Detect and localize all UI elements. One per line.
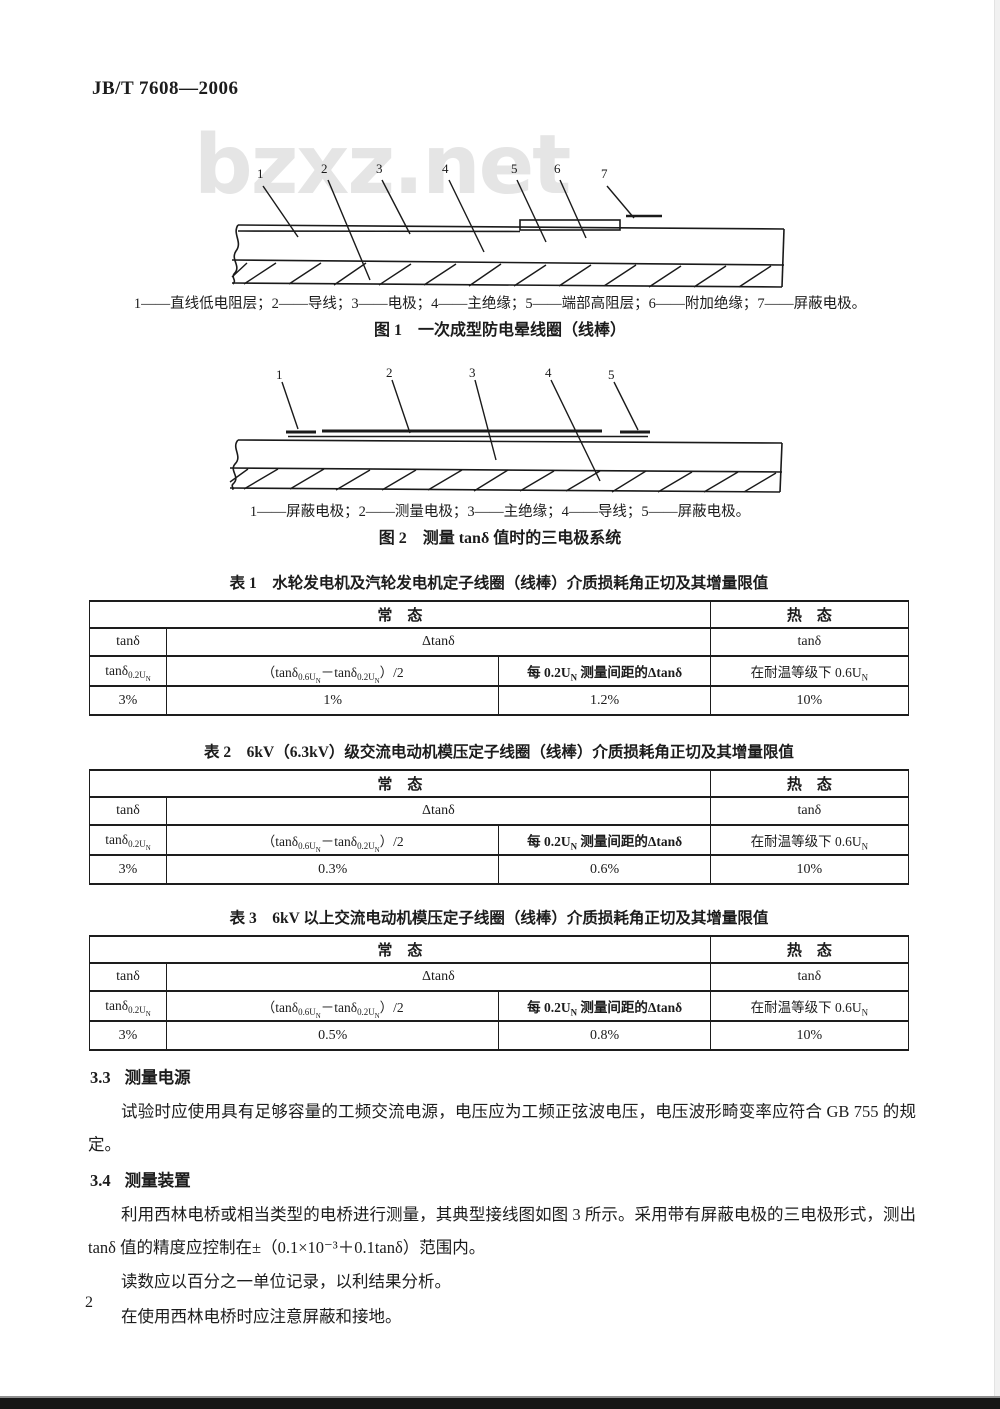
table1-title: 表 1 水轮发电机及汽轮发电机定子线圈（线棒）介质损耗角正切及其增量限值 [229,575,769,592]
t1-cell-tan-02un: tanδ0.2UN [89,655,167,687]
t2-cell-dtan: Δtanδ [165,796,711,826]
page-number: 2 [85,1294,93,1311]
t3-cell-interval: 每 0.2UN 测量间距的Δtanδ [498,990,711,1022]
section-3-4-paragraph-1: 利用西林电桥或相当类型的电桥进行测量，其典型接线图如图 3 所示。采用带有屏蔽电… [88,1205,916,1257]
table1-block: 表 1 水轮发电机及汽轮发电机定子线圈（线棒）介质损耗角正切及其增量限值 常 态… [89,571,910,716]
fig1-label-5: 5 [511,161,518,176]
scan-bottom-line [0,1396,1000,1398]
table3-block: 表 3 6kV 以上交流电动机模压定子线圈（线棒）介质损耗角正切及其增量限值 常… [89,906,910,1051]
table3: 常 态 热 态 tanδ Δtanδ tanδ tanδ0.2UN （tanδ0… [89,935,910,1051]
figure1-drawing: 1 2 3 4 5 6 7 [231,161,785,288]
fig1-label-3: 3 [376,161,383,176]
fig2-label-5: 5 [608,367,615,382]
table2: 常 态 热 态 tanδ Δtanδ tanδ tanδ0.2UN （tanδ0… [89,769,910,885]
t2-cell-tan-02un: tanδ0.2UN [89,824,167,856]
fig1-break-edge [232,224,240,285]
t2-cell-formula: （tanδ0.6UN－tanδ0.2UN）/2 [165,824,500,856]
t3-value-3: 0.8% [498,1020,711,1051]
t1-value-3: 1.2% [498,685,711,716]
t1-cell-tan: tanδ [89,627,167,657]
table2-title: 表 2 6kV（6.3kV）级交流电动机模压定子线圈（线棒）介质损耗角正切及其增… [204,744,794,761]
figure1-bar-outline [231,214,785,288]
table3-title: 表 3 6kV 以上交流电动机模压定子线圈（线棒）介质损耗角正切及其增量限值 [229,910,769,927]
fig1-label-7: 7 [601,166,608,181]
fig2-label-4: 4 [545,365,552,380]
t1-cell-hot-cond: 在耐温等级下 0.6UN [709,655,910,687]
t3-value-2: 0.5% [165,1020,500,1051]
t2-value-2: 0.3% [165,854,500,885]
figure1-title: 图 1 一次成型防电晕线圈（线棒） [373,322,626,339]
fig2-label-2: 2 [386,365,393,380]
section-3-3-paragraph: 试验时应使用具有足够容量的工频交流电源，电压应为工频正弦波电压，电压波形畸变率应… [88,1102,916,1154]
t1-value-4: 10% [709,685,910,716]
figure2-hatch-lines [229,468,777,493]
t2-value-4: 10% [709,854,910,885]
figure2-electrodes [286,429,650,438]
t1-header-normal: 常 态 [89,600,711,629]
figure1-caption: 1——直线低电阻层；2——导线；3——电极；4——主绝缘；5——端部高阻层；6—… [133,296,867,312]
t1-cell-interval: 每 0.2UN 测量间距的Δtanδ [498,655,711,687]
fig1-label-1: 1 [257,166,264,181]
figure2-labels: 1 2 3 4 5 [276,365,615,382]
figure2-drawing: 1 2 3 4 5 [229,365,783,493]
t2-value-1: 3% [89,854,167,885]
figure1-hatch-lines [231,262,772,288]
t2-cell-interval: 每 0.2UN 测量间距的Δtanδ [498,824,711,856]
t3-cell-tan-hot: tanδ [709,962,910,992]
t3-value-4: 10% [709,1020,910,1051]
table1: 常 态 热 态 tanδ Δtanδ tanδ tanδ0.2UN （tanδ0… [89,600,910,716]
t3-header-hot: 热 态 [709,935,910,964]
fig1-label-6: 6 [554,161,561,176]
t1-value-2: 1% [165,685,500,716]
figure2-caption: 1——屏蔽电极；2——测量电极；3——主绝缘；4——导线；5——屏蔽电极。 [249,504,751,520]
watermark: bzxz.net [194,118,571,213]
t2-cell-tan: tanδ [89,796,167,826]
section-3-4-paragraph-2: 读数应以百分之一单位记录，以利结果分析。 [121,1272,451,1291]
figure1-leader-lines [262,179,635,281]
t2-header-hot: 热 态 [709,769,910,798]
t3-cell-formula: （tanδ0.6UN－tanδ0.2UN）/2 [165,990,500,1022]
scan-right-edge [994,0,1000,1409]
t3-cell-hot-cond: 在耐温等级下 0.6UN [709,990,910,1022]
t1-header-hot: 热 态 [709,600,910,629]
fig2-label-3: 3 [469,365,476,380]
figure2-bar-outline [229,439,783,493]
t2-value-3: 0.6% [498,854,711,885]
t2-cell-tan-hot: tanδ [709,796,910,826]
t1-cell-dtan: Δtanδ [165,627,711,657]
figure2-title: 图 2 测量 tanδ 值时的三电极系统 [378,530,622,547]
t1-value-1: 3% [89,685,167,716]
scan-bottom-bar [0,1398,1000,1409]
t1-cell-tan-hot: tanδ [709,627,910,657]
fig1-label-2: 2 [321,161,328,176]
fig2-label-1: 1 [276,367,283,382]
fig1-label-4: 4 [442,161,449,176]
section-3-4-paragraph-3: 在使用西林电桥时应注意屏蔽和接地。 [121,1306,402,1326]
t3-cell-tan: tanδ [89,962,167,992]
standard-number: JB/T 7608—2006 [92,78,239,99]
t1-cell-formula: （tanδ0.6UN－tanδ0.2UN）/2 [165,655,500,687]
t3-header-normal: 常 态 [89,935,711,964]
t2-cell-hot-cond: 在耐温等级下 0.6UN [709,824,910,856]
t3-cell-dtan: Δtanδ [165,962,711,992]
figure1-labels: 1 2 3 4 5 6 7 [257,161,608,181]
t3-value-1: 3% [89,1020,167,1051]
t3-cell-tan-02un: tanδ0.2UN [89,990,167,1022]
t2-header-normal: 常 态 [89,769,711,798]
table2-block: 表 2 6kV（6.3kV）级交流电动机模压定子线圈（线棒）介质损耗角正切及其增… [89,740,910,885]
fig2-break-edge [231,439,239,490]
